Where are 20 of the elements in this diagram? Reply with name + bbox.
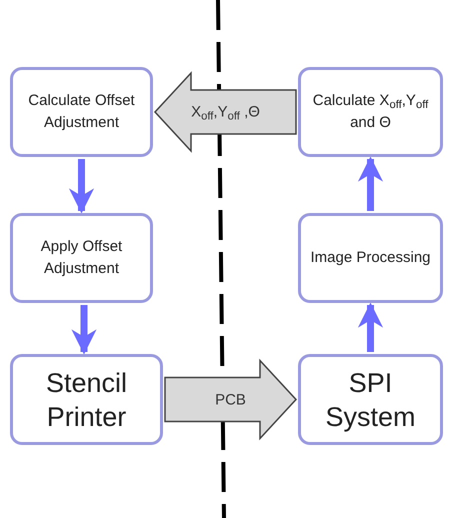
process-box xyxy=(10,67,153,157)
edge-label: X$_{off}$,Y$_{off}$ ,Θ xyxy=(191,104,260,120)
box-text: Apply Offset Adjustment xyxy=(40,237,124,279)
arrow xyxy=(71,305,97,355)
arrow xyxy=(68,159,94,214)
process-box xyxy=(298,67,443,157)
box-text: SPI System xyxy=(324,366,417,434)
process-box xyxy=(298,354,443,445)
box-text: Image Processing xyxy=(310,248,431,268)
edge-label: PCB xyxy=(215,392,246,407)
box-text: Calculate Offset Adjustment xyxy=(27,91,136,133)
block-arrow xyxy=(154,71,297,153)
arrow xyxy=(358,156,384,211)
block-arrow xyxy=(164,358,298,440)
process-box xyxy=(10,354,163,445)
box-text: Stencil Printer xyxy=(44,366,128,434)
process-box xyxy=(10,213,153,303)
process-box xyxy=(298,213,443,303)
arrow xyxy=(358,302,384,352)
box-text: Calculate X$_{off}$,Y$_{off}$ and Θ xyxy=(312,91,430,133)
